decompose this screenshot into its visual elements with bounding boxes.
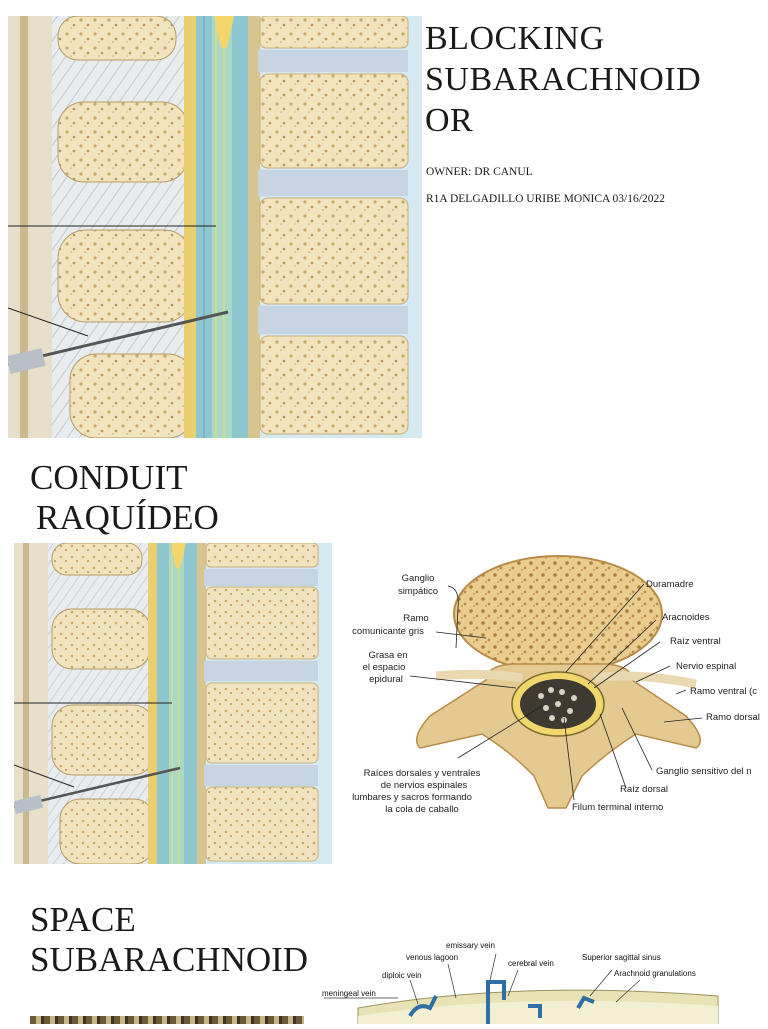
label-diploic-vein: diploic vein xyxy=(382,971,422,980)
label-raices-1: Raíces dorsales y ventrales xyxy=(364,768,481,779)
label-venous-lagoon: venous lagoon xyxy=(406,953,458,962)
bone-texture-photo xyxy=(30,1016,304,1024)
meninges-diagram: emissary vein venous lagoon cerebral vei… xyxy=(318,936,768,1025)
main-title-line-2: SUBARACHNOID xyxy=(425,61,702,98)
label-ramo-dorsal: Ramo dorsal xyxy=(706,712,760,723)
label-cerebral-vein: cerebral vein xyxy=(508,959,554,968)
label-ramo-ventral: Ramo ventral (c xyxy=(690,686,757,697)
label-raices-2: de nervios espinales xyxy=(381,780,468,791)
main-title: BLOCKING SUBARACHNOID OR xyxy=(425,18,701,141)
main-title-line-1: BLOCKING xyxy=(425,20,605,57)
conduit-title-line-2: RAQUÍDEO xyxy=(36,498,219,537)
label-raiz-ventral: Raíz ventral xyxy=(670,636,721,647)
main-title-line-3: OR xyxy=(425,102,474,139)
space-title: SPACE SUBARACHNOID xyxy=(30,900,308,980)
label-ganglio-sensitivo: Ganglio sensitivo del n xyxy=(656,766,752,777)
label-duramadre: Duramadre xyxy=(646,579,694,590)
label-raiz-dorsal: Raíz dorsal xyxy=(620,784,668,795)
label-emissary-vein: emissary vein xyxy=(446,941,495,950)
label-raices-4: la cola de caballo xyxy=(385,804,458,815)
conduit-title-line-1: CONDUIT xyxy=(30,458,188,497)
author-text: R1A DELGADILLO URIBE MONICA 03/16/2022 xyxy=(426,193,665,205)
label-ramo-comunicante-1: Ramo xyxy=(403,613,428,624)
label-grasa-2: el espacio xyxy=(363,662,406,673)
label-grasa-1: Grasa en xyxy=(368,650,407,661)
label-raices-3: lumbares y sacros formando xyxy=(352,792,472,803)
label-ganglio-1: Ganglio xyxy=(402,573,435,584)
label-ganglio-2: simpático xyxy=(398,586,438,597)
label-ramo-comunicante-2: comunicante gris xyxy=(352,626,424,637)
label-grasa-3: epidural xyxy=(369,674,403,685)
label-arachnoid-granulations: Arachnoid granulations xyxy=(614,969,696,978)
conduit-title: CONDUIT RAQUÍDEO xyxy=(30,458,219,538)
label-nervio-espinal: Nervio espinal xyxy=(676,661,736,672)
owner-text: OWNER: DR CANUL xyxy=(426,166,533,178)
space-title-line-2: SUBARACHNOID xyxy=(30,940,309,979)
label-aracnoides: Aracnoides xyxy=(662,612,710,623)
vertebra-cross-section-diagram: Ganglio simpático Ramo comunicante gris … xyxy=(336,548,768,824)
label-superior-sagittal-sinus: Superior sagittal sinus xyxy=(582,953,661,962)
spine-illustration-middle xyxy=(13,542,332,865)
spine-illustration-top xyxy=(6,15,422,439)
space-title-line-1: SPACE xyxy=(30,900,136,939)
label-meningeal-vein: meningeal vein xyxy=(322,989,376,998)
label-filum: Filum terminal interno xyxy=(572,802,663,813)
